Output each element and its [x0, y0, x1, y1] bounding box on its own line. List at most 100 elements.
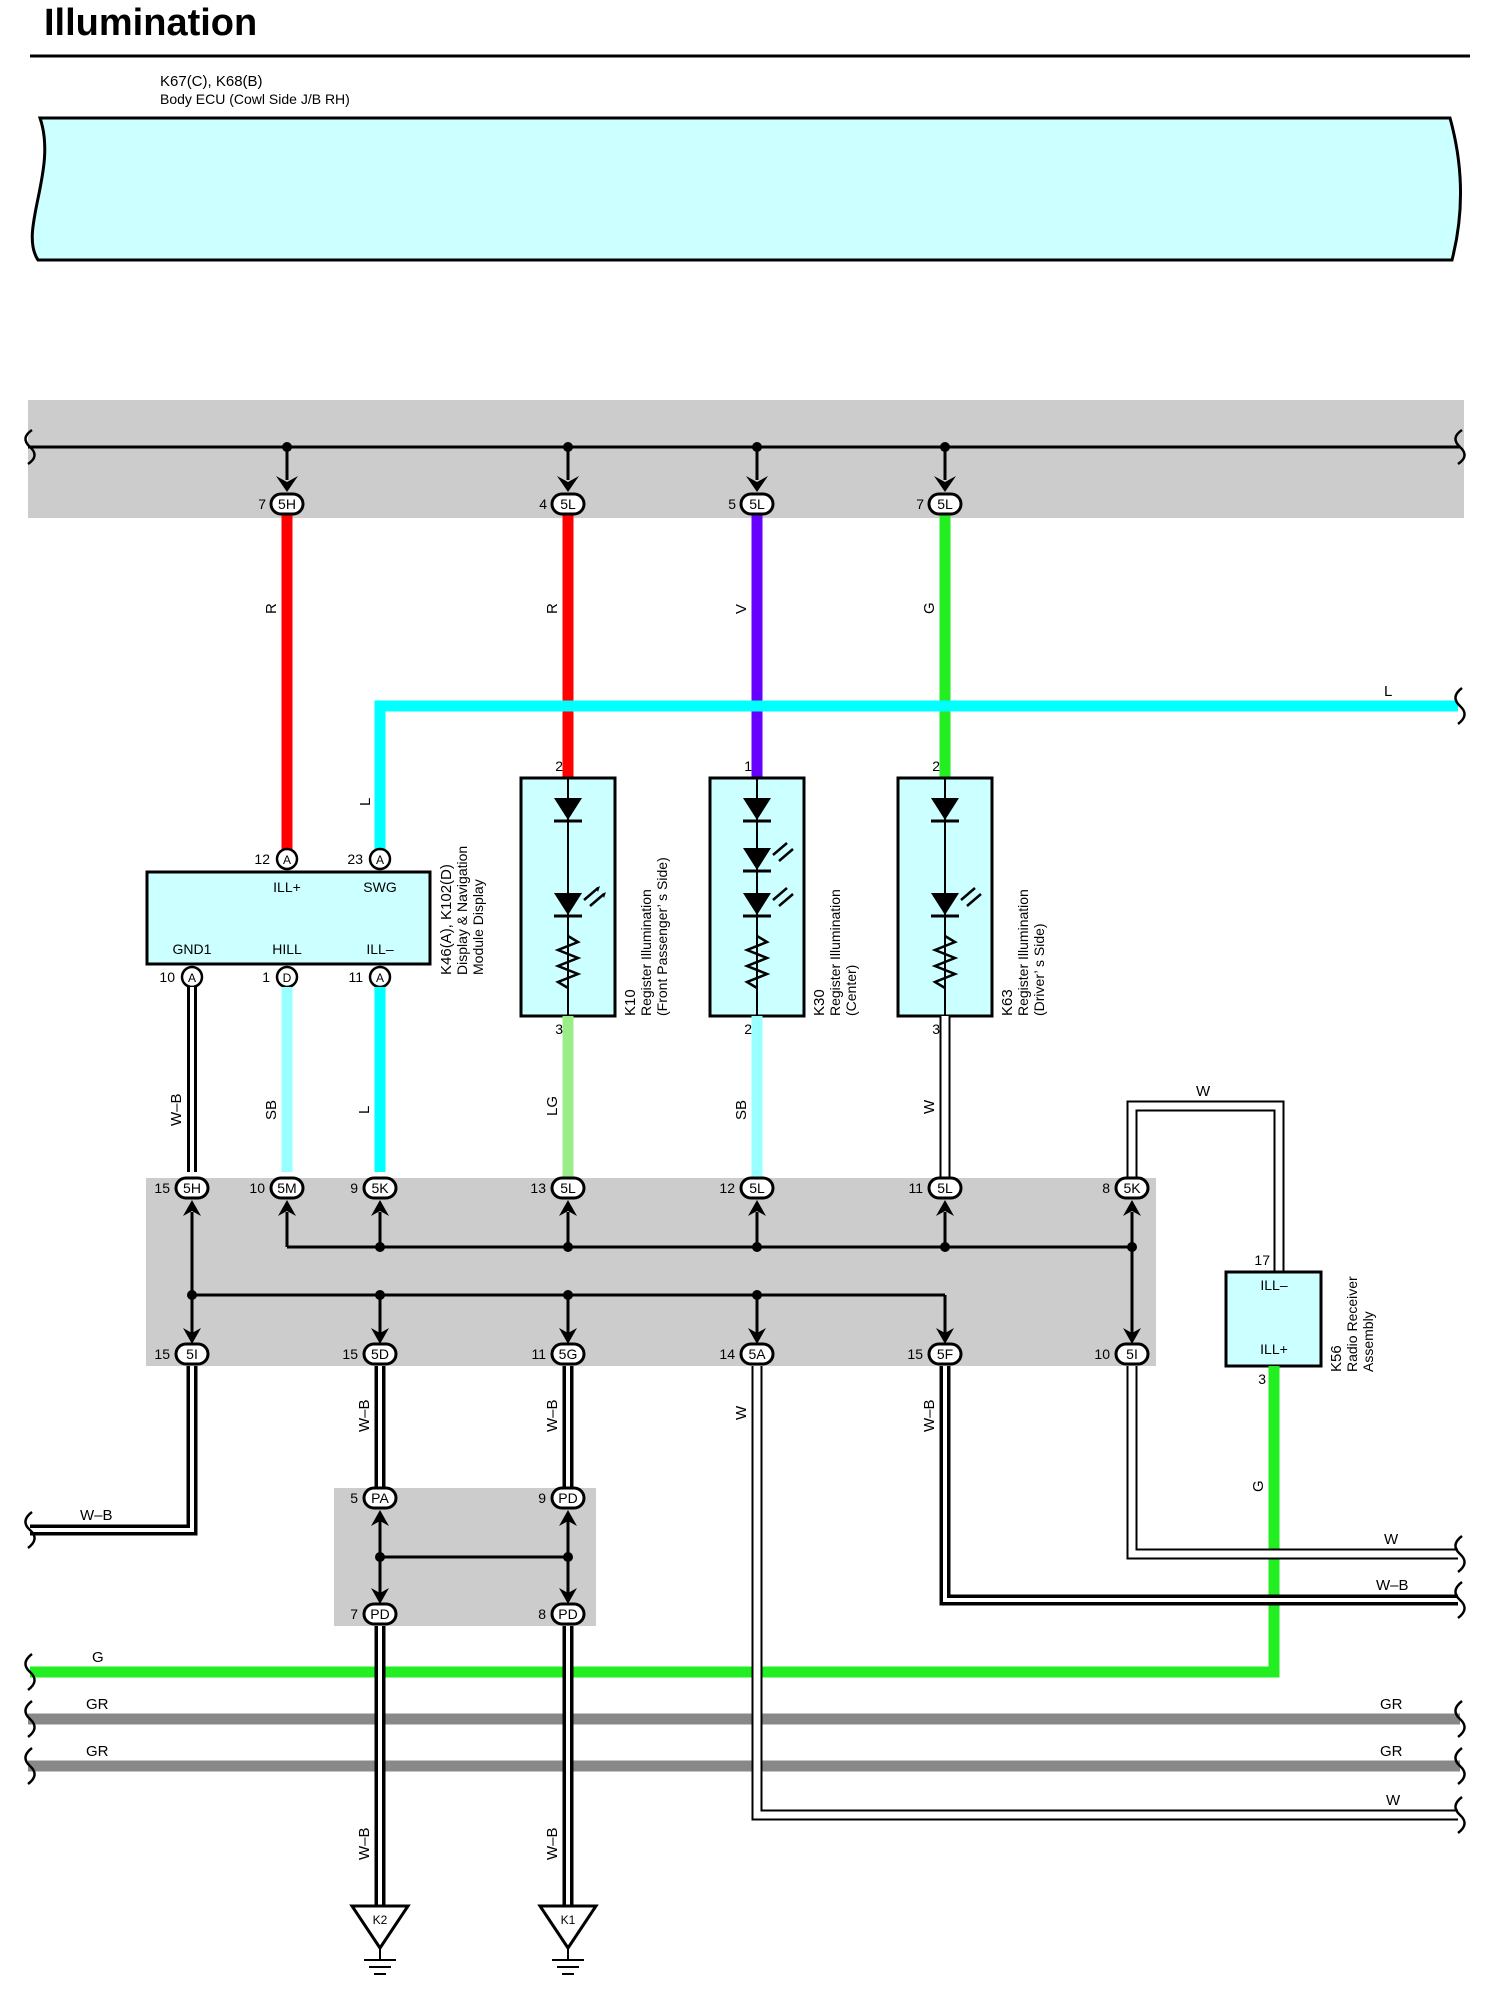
radio-name-2: Assembly	[1360, 1311, 1376, 1372]
jb-up-3-conn: 5K	[371, 1180, 389, 1196]
k30-led-1	[743, 798, 771, 820]
wire-label-r-2: R	[544, 603, 561, 614]
display-name-1: Display & Navigation	[454, 846, 470, 975]
jb-up-3-num: 9	[350, 1180, 358, 1196]
wire-w-5i-inner	[1128, 1366, 1458, 1558]
register-k10: 2 3 K10 Register Illumination (Front Pas…	[519, 758, 670, 1037]
wire-break-marks	[24, 1511, 1466, 1834]
body-ecu-name: Body ECU (Cowl Side J/B RH)	[160, 91, 350, 107]
top-conn-3-id: 5L	[749, 496, 765, 512]
jb-lo-2-conn: 5D	[371, 1346, 389, 1362]
disp-pin-gnd1-conn: A	[188, 971, 196, 985]
jb-lo-6-conn: 5I	[1126, 1346, 1138, 1362]
disp-pin-ill-minus-num: 11	[348, 969, 363, 985]
jb-lo-4-conn: 5A	[748, 1346, 766, 1362]
wire-label-r-1: R	[263, 603, 280, 614]
jb-lo-3-num: 11	[531, 1346, 546, 1362]
disp-label-ill-plus: ILL+	[273, 879, 301, 895]
jb-up-6-conn: 5L	[937, 1180, 953, 1196]
k10-pin-bottom: 3	[555, 1021, 563, 1037]
wire-l-swg	[374, 700, 1458, 858]
jb-lower-pin-2: 5D 15	[342, 1328, 398, 1366]
wire-label-l-right: L	[1384, 683, 1392, 700]
display-module: A 12 A 23 ILL+ SWG GND1 HILL ILL– A 10 D…	[145, 846, 486, 989]
disp-label-gnd1: GND1	[173, 941, 212, 957]
wire-w-5i-outer	[1126, 1366, 1458, 1560]
wire-label-wb-5f: W–B	[921, 1399, 938, 1432]
jb-upper-pin-1: 5H 15	[154, 1176, 210, 1216]
page-title: Illumination	[44, 2, 258, 44]
jb-lo-5-conn: 5F	[937, 1346, 953, 1362]
top-conn-1-pin: 7	[258, 496, 266, 512]
display-code: K46(A), K102(D)	[438, 864, 455, 975]
wire-label-g: G	[921, 602, 938, 614]
wire-wb-5i-inner	[30, 1366, 194, 1532]
disp-label-swg: SWG	[363, 879, 396, 895]
jb-up-7-conn: 5K	[1123, 1180, 1141, 1196]
disp-pin-ill-minus-conn: A	[376, 971, 384, 985]
top-conn-2-pin: 4	[539, 496, 547, 512]
jb-junction-dots	[187, 1242, 1137, 1300]
body-ecu-code: K67(C), K68(B)	[160, 73, 263, 90]
wire-label-g-left: G	[92, 1649, 104, 1666]
jb-up-1-conn: 5H	[183, 1180, 201, 1196]
k63-pin-top: 2	[932, 758, 940, 774]
radio-pin-bottom: 3	[1258, 1371, 1266, 1387]
wire-label-wb-left: W–B	[80, 1507, 113, 1524]
jb-upper-pin-3: 5K 9	[350, 1176, 398, 1216]
wire-label-gr-1-left: GR	[86, 1696, 109, 1713]
jb-upper-pin-7: 5K 8	[1102, 1176, 1150, 1216]
radio-receiver: 17 ILL– ILL+ 3 K56 Radio Receiver Assemb…	[1224, 1252, 1376, 1387]
jb-up-4-num: 13	[530, 1180, 546, 1196]
body-ecu: K67(C), K68(B) Body ECU (Cowl Side J/B R…	[30, 73, 1463, 262]
jb-up-5-conn: 5L	[749, 1180, 765, 1196]
jb-lower-pin-6: 5I 10	[1094, 1328, 1150, 1366]
wire-label-gr-2-left: GR	[86, 1743, 109, 1760]
disp-pin-gnd1-num: 10	[159, 969, 175, 985]
k30-pin-top: 1	[744, 758, 752, 774]
k63-name-1: Register Illumination	[1015, 889, 1031, 1016]
wire-label-wb-k1: W–B	[544, 1827, 561, 1860]
wire-label-wb-5d: W–B	[356, 1399, 373, 1432]
jb-lower-pin-4: 5A 14	[719, 1328, 775, 1366]
ground-k2: K2	[349, 1904, 411, 1975]
jb-lower-pin-5: 5F 15	[907, 1328, 963, 1366]
wire-w-5a-outer	[751, 1366, 1458, 1821]
wire-wb-5i-outer	[30, 1366, 198, 1536]
k30-pin-bottom: 2	[744, 1021, 752, 1037]
jb-lo-2-num: 15	[342, 1346, 358, 1362]
pa-junction-right	[563, 1552, 573, 1562]
jb-upper-pin-6: 5L 11	[908, 1176, 963, 1216]
top-conn-4-id: 5L	[937, 496, 953, 512]
k30-led-2	[743, 848, 771, 870]
jb-upper-pin-5: 5L 12	[719, 1176, 775, 1216]
ground-k1: K1	[537, 1904, 599, 1975]
jb-up-4-conn: 5L	[560, 1180, 576, 1196]
k63-led-2	[931, 893, 959, 915]
k30-code: K30	[811, 989, 828, 1016]
radio-label-ill-minus: ILL–	[1260, 1277, 1287, 1293]
wire-label-wb-k2: W–B	[356, 1827, 373, 1860]
disp-label-ill-minus: ILL–	[366, 941, 393, 957]
jb-up-7-num: 8	[1102, 1180, 1110, 1196]
wire-label-lg: LG	[544, 1096, 561, 1116]
wire-label-w-bottom-right: W	[1386, 1792, 1401, 1809]
k30-name-1: Register Illumination	[827, 889, 843, 1016]
jb-up-2-conn: 5M	[277, 1180, 296, 1196]
disp-label-hill: HILL	[272, 941, 302, 957]
pa-3-num: 7	[350, 1606, 358, 1622]
pa-2-conn: PD	[558, 1490, 577, 1506]
wire-g-bottom	[30, 1366, 1280, 1678]
radio-label-ill-plus: ILL+	[1260, 1341, 1288, 1357]
disp-pin-ill-plus-conn: A	[283, 853, 291, 867]
k63-led-1	[931, 798, 959, 820]
top-connector-3: 5L 5	[728, 442, 775, 516]
jb-up-6-num: 11	[908, 1180, 923, 1196]
jb-lower-pin-3: 5G 11	[531, 1328, 586, 1366]
pa-4-num: 8	[538, 1606, 546, 1622]
k10-name-2: (Front Passenger’ s Side)	[654, 857, 670, 1016]
jb-up-5-num: 12	[719, 1180, 735, 1196]
k10-name-1: Register Illumination	[638, 889, 654, 1016]
pa-pin-2: PD 9	[538, 1486, 586, 1526]
